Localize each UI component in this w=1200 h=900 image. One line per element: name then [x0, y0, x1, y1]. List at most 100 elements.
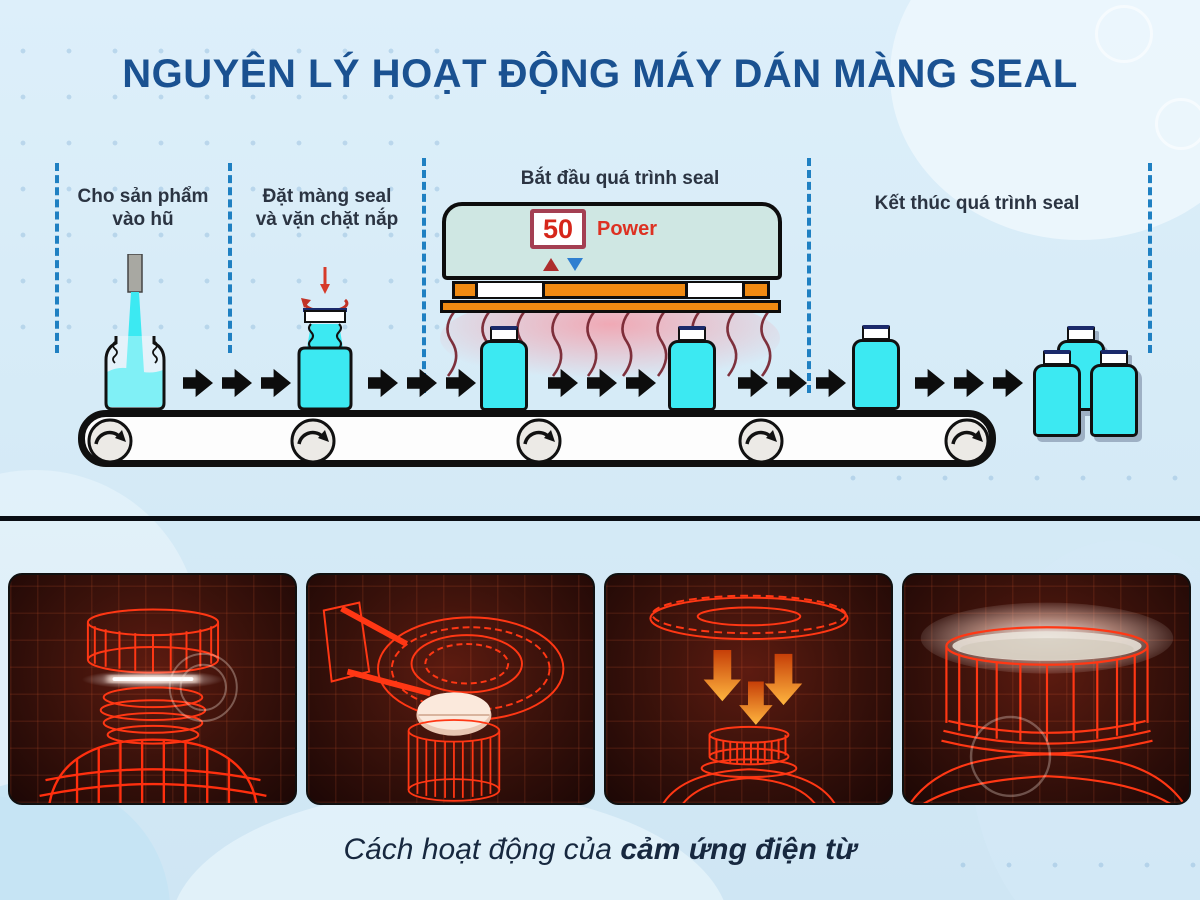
wireframe-sealed-cap [909, 602, 1185, 803]
conveyor-roller [516, 418, 562, 464]
step-label-4: Kết thúc quá trình seal [874, 193, 1080, 214]
step-label-1: Cho sản phẩm vào hũ [77, 186, 209, 230]
bottle-top-wireframe [662, 725, 836, 803]
sealing-jar-2 [668, 326, 716, 411]
sealing-head-gap [475, 283, 545, 297]
open-jar-outline [104, 336, 166, 411]
press-down-arrow-icon [320, 267, 330, 294]
sealing-jar-1 [480, 326, 528, 411]
flow-arrows-4 [738, 367, 846, 399]
flow-arrows-3 [548, 367, 656, 399]
arrow-right-icon [368, 368, 398, 398]
seal-disc-top [417, 692, 491, 730]
jar-liquid [107, 367, 163, 407]
decrease-arrow-icon [567, 258, 583, 271]
coil-handle-wireframe [322, 601, 432, 697]
step-divider-dashed-line [228, 163, 232, 353]
roller-rotation-arrow [94, 430, 121, 445]
jar-cap [862, 325, 890, 340]
jar-neck-liquid [307, 324, 343, 348]
step-label-2: Đặt màng seal và vặn chặt nắp [255, 186, 399, 230]
roller-rotation-arrow [297, 430, 324, 445]
machine-sealing-head-lower [440, 300, 781, 313]
floating-cap [304, 310, 346, 323]
wireframe-induction-coil [322, 601, 565, 802]
arrow-right-icon [446, 368, 476, 398]
bottom-caption: Cách hoạt động của cảm ứng điện từ [0, 833, 1200, 867]
panel-wireframe-induction-coil-over-jar [306, 573, 595, 805]
arrow-right-icon [915, 368, 945, 398]
wireframe-induction-disc [649, 594, 849, 803]
filler-nozzle [127, 254, 143, 293]
jar-thread-right [152, 341, 158, 364]
step-label-3: Bắt đầu quá trình seal [520, 168, 720, 189]
roller-rotation-arrow [745, 430, 772, 445]
neck-thread-left [308, 323, 314, 349]
conveyor-roller [738, 418, 784, 464]
machine-sealing-head-upper [452, 281, 770, 299]
arrow-right-icon [222, 368, 252, 398]
downward-energy-arrows [703, 649, 803, 725]
arrow-right-icon [626, 368, 656, 398]
flow-arrows-2 [368, 367, 476, 399]
capping-station-graphic [297, 267, 353, 411]
arrow-right-icon [738, 368, 768, 398]
page-title: NGUYÊN LÝ HOẠT ĐỘNG MÁY DÁN MÀNG SEAL [122, 52, 1078, 96]
jar-body [297, 346, 353, 411]
jar-cap [1067, 326, 1095, 341]
caption-emphasis: cảm ứng điện từ [620, 833, 857, 866]
roller-rotation-arrow [523, 430, 550, 445]
jar-cylinder-wireframe [407, 719, 501, 802]
arrow-right-icon [816, 368, 846, 398]
wireframe-jar-cap-lifted [39, 608, 267, 803]
jar-body [1033, 364, 1081, 437]
power-display: 50 [530, 209, 586, 249]
neck-thread-right [336, 323, 342, 349]
step-divider-dashed-line [422, 158, 426, 393]
finished-jar-right [1090, 350, 1138, 437]
panel-wireframe-sealed-cap-heating-glow [902, 573, 1191, 805]
sealed-jar-exit [852, 325, 900, 410]
filling-station-graphic [104, 254, 166, 411]
conveyor-roller [944, 418, 990, 464]
step-divider-dashed-line [1148, 163, 1152, 353]
arrow-right-icon [993, 368, 1023, 398]
rotate-arrow-head [301, 298, 311, 308]
jar-cap [1043, 350, 1071, 365]
induction-panels-row [8, 573, 1191, 805]
jar-cap [490, 326, 518, 341]
conveyor-roller [290, 418, 336, 464]
jar-body [1090, 364, 1138, 437]
flow-arrows-1 [183, 367, 291, 399]
bottle-shoulder-wireframe [39, 738, 267, 803]
jar-cap [678, 326, 706, 341]
roller-rotation-arrow [951, 430, 978, 445]
arrow-right-icon [548, 368, 578, 398]
panel-wireframe-induction-disc-pressing-down [604, 573, 893, 805]
flow-arrows-5 [915, 367, 1023, 399]
arrow-right-icon [261, 368, 291, 398]
power-label: Power [597, 218, 658, 240]
decor-ring [1155, 98, 1200, 150]
liquid-stream [126, 292, 144, 372]
arrow-right-icon [183, 368, 213, 398]
jar-thread-left [112, 341, 118, 364]
disc-wireframe [649, 594, 849, 641]
arrow-right-icon [777, 368, 807, 398]
arrow-right-icon [587, 368, 617, 398]
jar-body [668, 340, 716, 411]
cap-top-inner [960, 638, 1134, 660]
sealing-head-gap [685, 283, 745, 297]
cap-wireframe [86, 608, 220, 674]
caption-prefix: Cách hoạt động của [343, 833, 621, 866]
finished-jar-left [1033, 350, 1081, 437]
panel-wireframe-jar-cap-lifted-showing-seal-film [8, 573, 297, 805]
neck-threads-wireframe [99, 686, 207, 745]
jar-body [480, 340, 528, 411]
sealing-machine-body [442, 202, 782, 280]
conveyor-roller [87, 418, 133, 464]
step-divider-dashed-line [807, 158, 811, 393]
jar-cap [1100, 350, 1128, 365]
watermark-circle [168, 652, 238, 722]
